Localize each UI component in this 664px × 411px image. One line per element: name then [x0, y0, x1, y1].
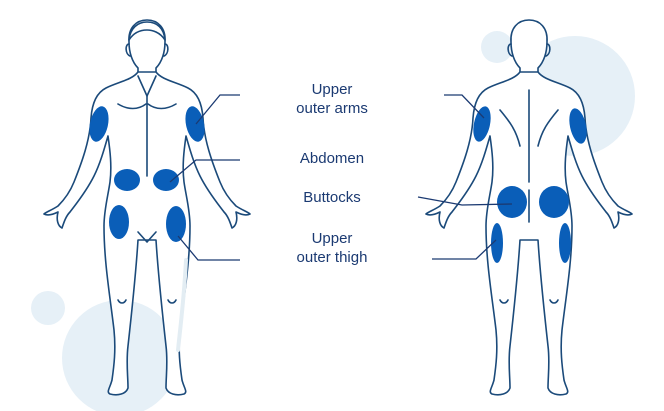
site-front-right-thigh — [166, 206, 186, 242]
label-upper-outer-arms: Upper outer arms — [282, 80, 382, 118]
site-front-left-thigh — [109, 205, 129, 239]
site-back-left-buttock — [497, 186, 527, 218]
label-buttocks: Buttocks — [282, 188, 382, 207]
label-line: Upper — [282, 80, 382, 99]
label-line: Buttocks — [282, 188, 382, 207]
background-circle — [31, 291, 65, 325]
label-line: Abdomen — [282, 149, 382, 168]
site-back-right-buttock — [539, 186, 569, 218]
label-upper-outer-thigh: Upper outer thigh — [282, 229, 382, 267]
label-abdomen: Abdomen — [282, 149, 382, 168]
site-front-abdomen-right — [153, 169, 179, 191]
site-front-abdomen-left — [114, 169, 140, 191]
label-line: outer arms — [282, 99, 382, 118]
label-line: Upper — [282, 229, 382, 248]
site-back-right-thigh — [559, 223, 571, 263]
label-line: outer thigh — [282, 248, 382, 267]
